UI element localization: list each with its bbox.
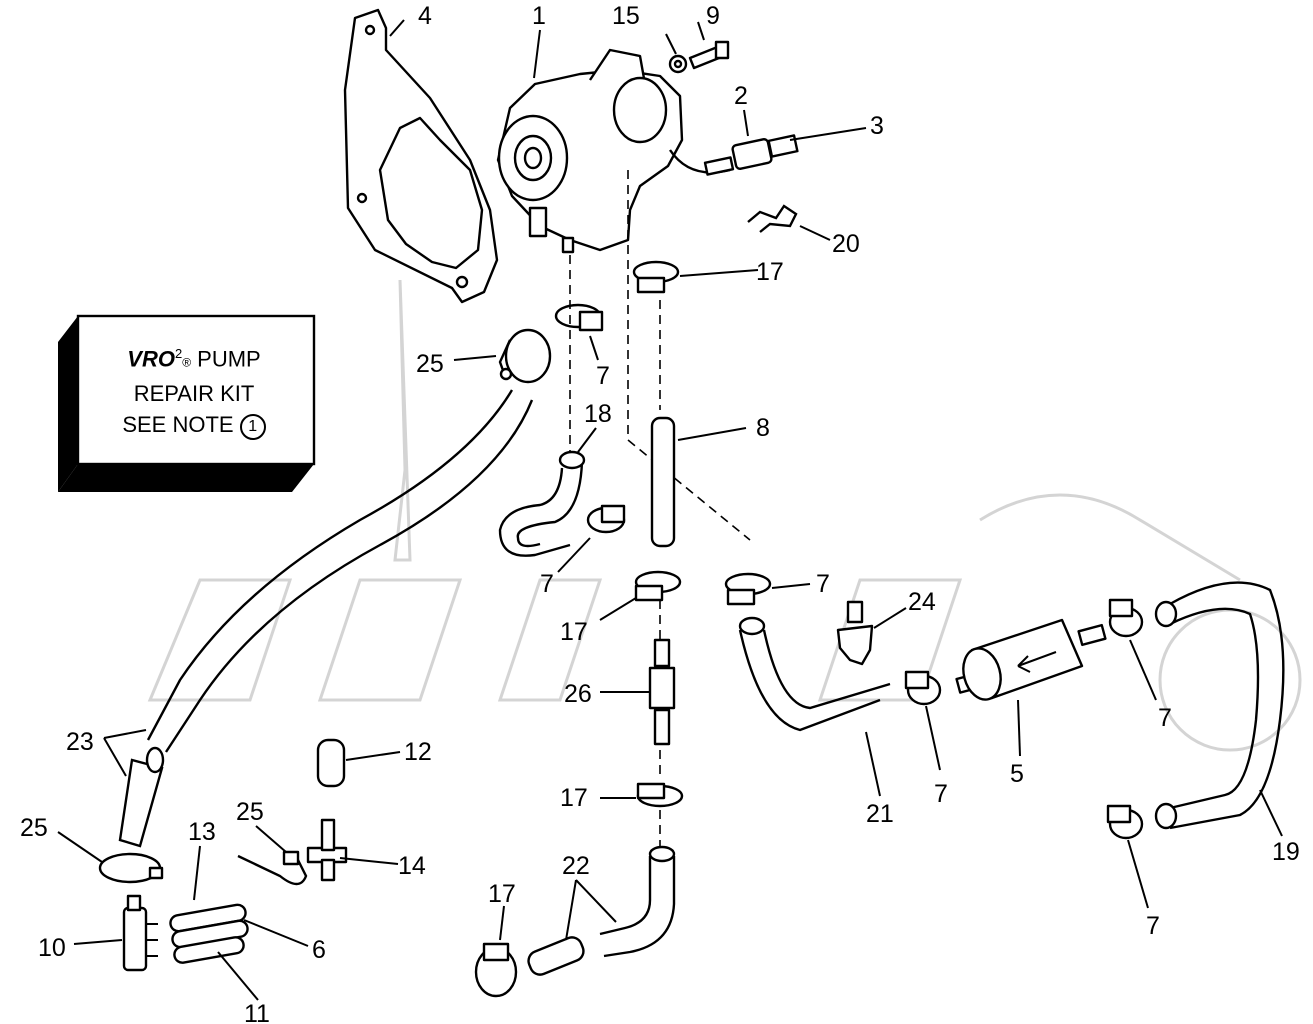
callout-25: 25 bbox=[20, 814, 48, 842]
callout-19: 19 bbox=[1272, 838, 1300, 866]
callout-8: 8 bbox=[756, 414, 770, 442]
callout-6: 6 bbox=[312, 936, 326, 964]
callout-15: 15 bbox=[612, 2, 640, 30]
formed-hose-end bbox=[558, 450, 586, 470]
callout-26: 26 bbox=[564, 680, 592, 708]
long-fuel-hose bbox=[118, 389, 534, 848]
elbow-fitting bbox=[836, 600, 874, 666]
note-line-3: SEE NOTE 1 bbox=[80, 409, 308, 440]
callout-4: 4 bbox=[418, 2, 432, 30]
note-registered-mark: ® bbox=[182, 355, 192, 370]
u-hose-end bbox=[1154, 802, 1178, 830]
bent-hose bbox=[762, 629, 891, 710]
callout-17: 17 bbox=[756, 258, 784, 286]
assembly-line bbox=[627, 170, 751, 541]
mounting-plate bbox=[343, 8, 499, 304]
callout-7: 7 bbox=[1146, 912, 1160, 940]
callout-24: 24 bbox=[908, 588, 936, 616]
callout-25: 25 bbox=[236, 798, 264, 826]
callout-11: 11 bbox=[244, 1000, 270, 1024]
primer-bulb-cap bbox=[498, 328, 552, 384]
elbow-hose bbox=[599, 856, 652, 936]
formed-hose bbox=[516, 461, 584, 548]
callout-17: 17 bbox=[560, 784, 588, 812]
callout-21: 21 bbox=[866, 800, 894, 828]
note-number-circle: 1 bbox=[239, 413, 266, 440]
formed-hose bbox=[498, 467, 571, 557]
callout-10: 10 bbox=[38, 934, 66, 962]
note-line-3-text: SEE NOTE bbox=[122, 412, 234, 438]
elbow-hose-end bbox=[648, 845, 676, 863]
callout-18: 18 bbox=[584, 400, 612, 428]
straight-hose bbox=[650, 416, 676, 548]
screw bbox=[688, 40, 730, 70]
callout-23: 23 bbox=[66, 728, 94, 756]
callout-5: 5 bbox=[1010, 760, 1024, 788]
callout-7: 7 bbox=[540, 570, 554, 598]
hose-clamp bbox=[636, 782, 684, 808]
bent-hose bbox=[738, 629, 881, 732]
u-hose bbox=[1169, 607, 1260, 810]
bent-hose-end bbox=[738, 616, 766, 636]
fuel-filter bbox=[955, 618, 1107, 701]
hose-clamp bbox=[724, 572, 772, 606]
note-brand-superscript: 2 bbox=[174, 346, 183, 361]
callout-7: 7 bbox=[1158, 704, 1172, 732]
band-clamp-lock bbox=[148, 866, 164, 880]
tie-strap-head bbox=[282, 850, 300, 866]
callout-labels: 1 2 3 4 5 6 7 7 7 7 7 7 8 9 10 11 12 13 … bbox=[20, 2, 1300, 1024]
u-hose bbox=[1169, 581, 1285, 830]
fuel-manifold bbox=[122, 894, 158, 972]
callout-2: 2 bbox=[734, 82, 748, 110]
hose-clamp bbox=[1106, 804, 1144, 840]
tee-fitting bbox=[306, 818, 348, 882]
wire-clip bbox=[747, 204, 798, 233]
callout-9: 9 bbox=[706, 2, 720, 30]
note-brand: VRO bbox=[127, 346, 175, 372]
note-line-1: VRO2® PUMP bbox=[80, 338, 308, 378]
note-line-2: REPAIR KIT bbox=[133, 381, 255, 407]
hose-clamp bbox=[474, 942, 518, 998]
callout-20: 20 bbox=[832, 230, 860, 258]
rubber-sleeve bbox=[316, 738, 346, 788]
fuel-pump bbox=[496, 48, 731, 254]
callout-17: 17 bbox=[488, 880, 516, 908]
hose-clamp bbox=[1108, 598, 1144, 638]
hose-clamp bbox=[586, 504, 626, 534]
short-hose bbox=[173, 936, 245, 964]
callout-1: 1 bbox=[532, 2, 546, 30]
u-hose-end bbox=[1154, 600, 1178, 628]
callout-14: 14 bbox=[398, 852, 426, 880]
callout-17: 17 bbox=[560, 618, 588, 646]
callout-3: 3 bbox=[870, 112, 884, 140]
callout-7: 7 bbox=[596, 362, 610, 390]
elbow-hose bbox=[603, 856, 676, 958]
repair-kit-note: VRO2® PUMP REPAIR KIT SEE NOTE 1 bbox=[80, 338, 308, 440]
callout-7: 7 bbox=[934, 780, 948, 808]
hose-clamp bbox=[632, 260, 680, 294]
check-valve-fitting bbox=[703, 134, 799, 176]
hose-clamp bbox=[634, 570, 682, 602]
hose-clamp bbox=[554, 303, 604, 332]
watermark bbox=[147, 279, 1302, 752]
callout-12: 12 bbox=[404, 738, 432, 766]
straight-hose-short bbox=[527, 936, 585, 976]
callout-7: 7 bbox=[816, 570, 830, 598]
hose-connector bbox=[648, 638, 676, 746]
note-line-1-rest: PUMP bbox=[197, 346, 261, 372]
callout-22: 22 bbox=[562, 852, 590, 880]
callout-25: 25 bbox=[416, 350, 444, 378]
washer bbox=[668, 54, 688, 74]
hose-clamp bbox=[904, 670, 942, 706]
tie-strap bbox=[237, 854, 308, 886]
leader-lines bbox=[57, 19, 1283, 1001]
note-box-graphic bbox=[58, 314, 316, 492]
callout-13: 13 bbox=[188, 818, 216, 846]
